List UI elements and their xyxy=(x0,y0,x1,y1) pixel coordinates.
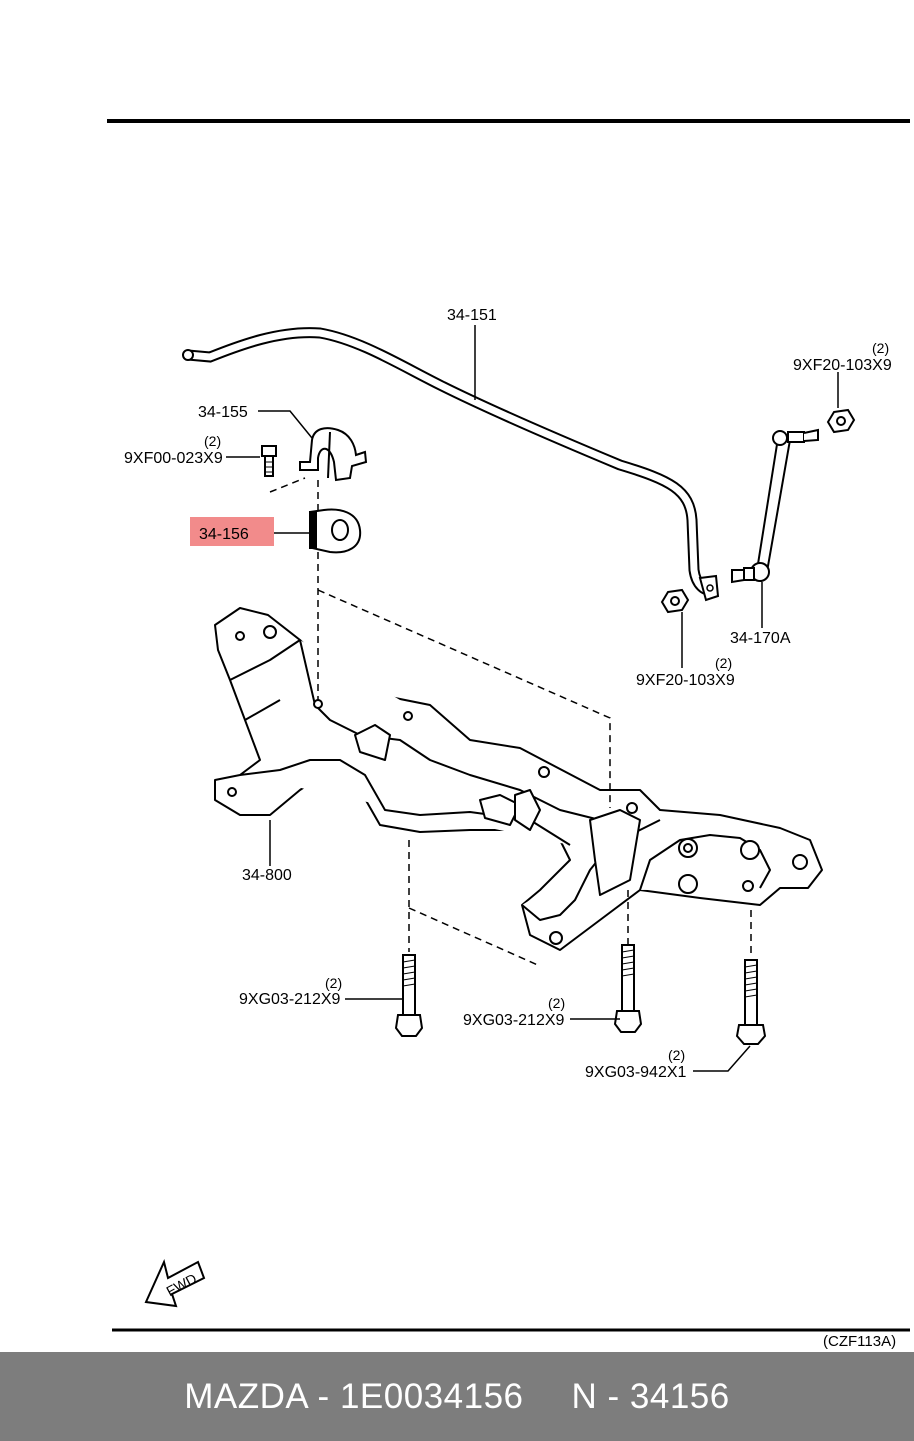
link-nut-lower[interactable] xyxy=(660,588,690,614)
footer-text: MAZDA - 1E0034156 N - 34156 xyxy=(184,1377,729,1417)
forward-arrow-icon: FWD xyxy=(144,1258,206,1308)
code-link-nut-lower[interactable]: 9XF20-103X9 xyxy=(636,672,735,689)
code-crossmember-bolt-left[interactable]: 9XG03-212X9 xyxy=(239,991,341,1008)
qty-link-nut-lower: (2) xyxy=(715,655,732,671)
crossmember-bolt-left[interactable] xyxy=(394,954,424,1037)
qty-crossmember-bolt-right: (2) xyxy=(668,1047,685,1063)
stabilizer-bar[interactable] xyxy=(182,327,720,602)
code-bracket-bolt[interactable]: 9XF00-023X9 xyxy=(124,450,223,467)
part-label-bracket[interactable]: 34-155 xyxy=(198,404,248,421)
part-footer: MAZDA - 1E0034156 N - 34156 xyxy=(0,1352,914,1441)
stabilizer-link[interactable] xyxy=(731,428,819,584)
stabilizer-bracket[interactable] xyxy=(299,427,368,482)
footer-brand-part-number: MAZDA - 1E0034156 xyxy=(184,1376,524,1416)
qty-link-nut-upper: (2) xyxy=(872,340,889,356)
qty-crossmember-bolt-left: (2) xyxy=(325,975,342,991)
code-crossmember-bolt-mid[interactable]: 9XG03-212X9 xyxy=(463,1012,565,1029)
part-label-crossmember[interactable]: 34-800 xyxy=(242,867,292,884)
stabilizer-bushing[interactable] xyxy=(308,508,362,554)
part-highlight xyxy=(190,517,274,546)
qty-bracket-bolt: (2) xyxy=(204,433,221,449)
part-label-link[interactable]: 34-170A xyxy=(730,630,791,647)
link-nut-upper[interactable] xyxy=(826,408,856,434)
assembly-guides xyxy=(269,477,752,967)
diagram-reference-code: (CZF113A) xyxy=(823,1333,896,1350)
part-label-stabilizer[interactable]: 34-151 xyxy=(447,307,497,324)
footer-group-number: N - 34156 xyxy=(571,1376,730,1416)
crossmember-bolt-right[interactable] xyxy=(735,959,767,1045)
qty-crossmember-bolt-mid: (2) xyxy=(548,995,565,1011)
parts-diagram: 34-151 34-155 34-156 34-170A 34-800 (2) … xyxy=(107,119,910,1350)
bracket-bolt[interactable] xyxy=(261,445,277,477)
part-label-bushing[interactable]: 34-156 xyxy=(199,526,249,543)
front-crossmember[interactable] xyxy=(214,607,823,951)
code-link-nut-upper[interactable]: 9XF20-103X9 xyxy=(793,357,892,374)
crossmember-bolt-mid[interactable] xyxy=(613,944,643,1033)
code-crossmember-bolt-right[interactable]: 9XG03-942X1 xyxy=(585,1064,687,1081)
